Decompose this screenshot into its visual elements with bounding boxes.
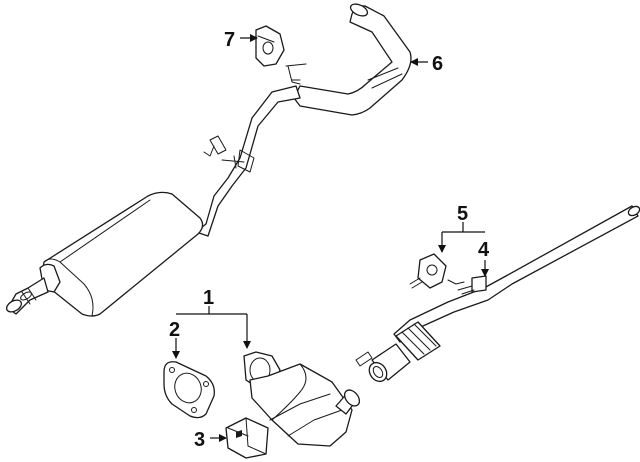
- leader-lines: [172, 34, 489, 442]
- callout-4: 4: [478, 239, 490, 261]
- callout-2: 2: [169, 319, 180, 341]
- converter-bracket: [225, 417, 269, 459]
- rubber-hanger: [255, 25, 285, 67]
- muffler: [39, 191, 204, 317]
- converter-gasket: [163, 361, 215, 419]
- catalytic-converter: [243, 351, 361, 447]
- front-pipe: [195, 63, 307, 237]
- pipe-connector: [355, 321, 441, 383]
- leader-5: [442, 222, 485, 252]
- callout-5: 5: [457, 203, 468, 225]
- callout-1: 1: [203, 287, 214, 309]
- hanger-bracket-assembly: [409, 253, 465, 289]
- callout-7: 7: [224, 29, 235, 51]
- callout-6: 6: [432, 53, 443, 75]
- muffler-outlet: [5, 277, 49, 315]
- leader-1: [176, 306, 247, 348]
- callout-3: 3: [194, 429, 205, 451]
- tailpipe: [293, 3, 412, 116]
